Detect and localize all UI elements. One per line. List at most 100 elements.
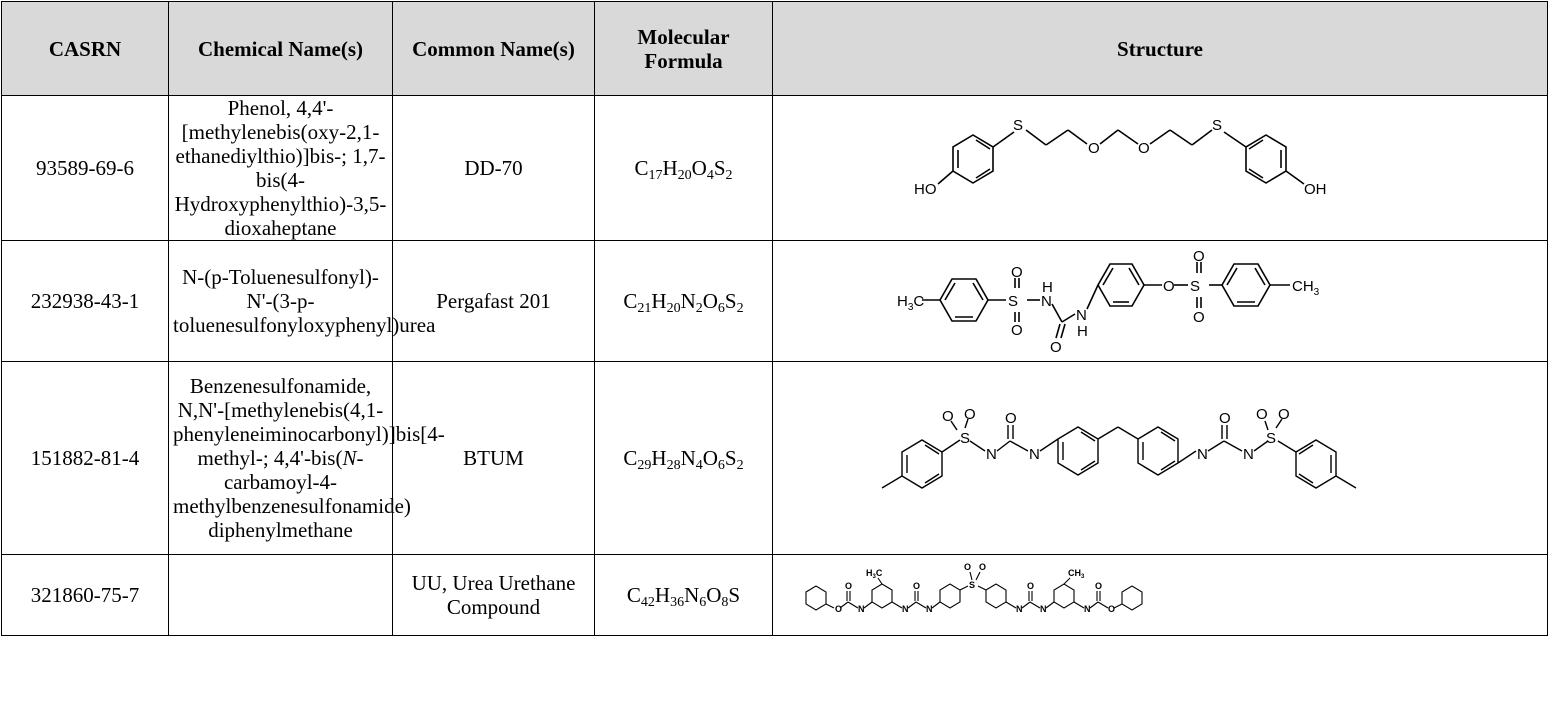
header-molecular-formula: Molecular Formula (594, 1, 773, 96)
formula-count: 17 (648, 168, 663, 183)
molecular-formula-cell: C42H36N6O8S (594, 554, 773, 636)
casrn-cell: 232938-43-1 (1, 240, 169, 362)
hydrogen-label: H (1042, 279, 1053, 296)
formula-element: N (684, 583, 700, 607)
hydroxyl-label: HO (914, 181, 937, 198)
header-row: CASRN Chemical Name(s) Common Name(s) Mo… (1, 1, 1548, 96)
oxygen-label: O (1256, 406, 1268, 423)
formula-element: S (724, 446, 737, 470)
oxygen-label: O (1219, 410, 1231, 427)
formula-element: C (626, 583, 641, 607)
formula-count: 8 (721, 595, 729, 610)
chemical-names-text: -carbamoyl-4-methylbenzenesulfonamide) d… (173, 446, 411, 542)
sulfur-label: S (1212, 117, 1222, 134)
oxygen-label: O (1005, 410, 1017, 427)
subscript: 3 (1314, 287, 1320, 298)
nitrogen-label: N (1076, 307, 1087, 324)
formula-count: 36 (670, 595, 685, 610)
oxygen-label: O (979, 562, 986, 572)
oxygen-label: O (964, 562, 971, 572)
formula-count: 4 (706, 168, 714, 183)
header-chemical-names: Chemical Name(s) (168, 1, 393, 96)
nitrogen-label: N (1041, 293, 1052, 310)
sulfur-label: S (960, 430, 970, 447)
formula-count: 2 (736, 458, 744, 473)
subscript: 3 (1081, 574, 1085, 580)
oxygen-label: O (1050, 339, 1062, 356)
nitrogen-label: N (926, 604, 933, 614)
formula-element: H (651, 446, 667, 470)
nitrogen-label: N (858, 604, 865, 614)
carbon: C (913, 293, 924, 310)
formula-count: 20 (677, 168, 692, 183)
molecular-formula-cell: C17H20O4S2 (594, 95, 773, 241)
oxygen-label: O (913, 581, 920, 591)
nitrogen-label: N (1029, 446, 1040, 463)
structure-uu-image: O O N H3C N O N S O O N O N CH3 N O O (805, 562, 1143, 614)
common-names-cell: DD-70 (392, 95, 595, 241)
structure-dd70-image: HO S O O S OH (914, 117, 1327, 198)
oxygen-label: O (1088, 140, 1100, 157)
molecular-formula-cell: C21H20N2O6S2 (594, 240, 773, 362)
formula-count: 20 (666, 301, 681, 316)
formula-element: N (680, 289, 696, 313)
formula-count: 42 (640, 595, 655, 610)
header-structure: Structure (772, 1, 1548, 96)
common-names-cell: UU, Urea Urethane Compound (392, 554, 595, 636)
casrn-cell: 151882-81-4 (1, 361, 169, 555)
formula-count: 6 (717, 458, 725, 473)
oxygen-label: O (1138, 140, 1150, 157)
nitrogen-label: N (902, 604, 909, 614)
oxygen-label: O (1163, 278, 1175, 295)
hydrogen-label: H (1077, 323, 1088, 340)
oxygen-label: O (964, 406, 976, 423)
chemical-names-cell: Benzenesulfonamide, N,N'-[methylenebis(4… (168, 361, 445, 555)
oxygen-label: O (1011, 322, 1023, 339)
formula-count: 6 (717, 301, 725, 316)
formula-count: 4 (695, 458, 703, 473)
oxygen-label: O (1027, 581, 1034, 591)
formula-element: S (724, 289, 737, 313)
common-names-cell: Pergafast 201 (392, 240, 595, 362)
nitrogen-label: N (1243, 446, 1254, 463)
nitrogen-label: N (986, 446, 997, 463)
table-row: 151882-81-4 Benzenesulfonamide, N,N'-[me… (1, 361, 1548, 555)
methyl-label: H3C (897, 293, 924, 313)
casrn-cell: 93589-69-6 (1, 95, 169, 241)
sulfur-label: S (1008, 293, 1018, 310)
header-common-names: Common Name(s) (392, 1, 595, 96)
formula-element: O (702, 446, 718, 470)
table-row: 93589-69-6 Phenol, 4,4'-[methylenebis(ox… (1, 95, 1548, 241)
formula-element: C (623, 289, 638, 313)
formula-element: H (662, 156, 678, 180)
oxygen-label: O (1108, 604, 1115, 614)
methyl-label: H3C (866, 568, 883, 580)
oxygen-label: O (845, 581, 852, 591)
chemical-names-cell: Phenol, 4,4'-[methylenebis(oxy-2,1-ethan… (168, 95, 393, 241)
oxygen-label: O (1095, 581, 1102, 591)
formula-element: O (691, 156, 707, 180)
header-casrn: CASRN (1, 1, 169, 96)
methyl-label: CH3 (1068, 568, 1085, 580)
chemical-names-italic: N (342, 446, 357, 470)
chemical-names-cell (168, 554, 393, 636)
formula-element: C (634, 156, 649, 180)
formula-count: 2 (725, 168, 733, 183)
structure-pergafast-image: H3C S O O N H N H O O S O O CH3 (897, 248, 1320, 356)
subscript: 3 (873, 574, 877, 580)
sulfur-label: S (969, 580, 975, 590)
oxygen-label: O (1278, 406, 1290, 423)
oxygen-label: O (835, 604, 842, 614)
nitrogen-label: N (1040, 604, 1047, 614)
subscript: 3 (908, 302, 914, 313)
structure-btum-image: S O O N O N N O N S O O (881, 406, 1357, 489)
chemical-table: CASRN Chemical Name(s) Common Name(s) Mo… (1, 1, 1548, 636)
structure-cell: H3C S O O N H N H O O S O O CH3 (772, 240, 1548, 362)
structure-cell: O O N H3C N O N S O O N O N CH3 N O O (772, 554, 1548, 636)
formula-element: N (680, 446, 696, 470)
carbon: C (876, 568, 883, 578)
oxygen-label: O (1193, 248, 1205, 265)
hydroxyl-label: OH (1304, 181, 1327, 198)
formula-element: S (713, 156, 726, 180)
formula-element: C (623, 446, 638, 470)
